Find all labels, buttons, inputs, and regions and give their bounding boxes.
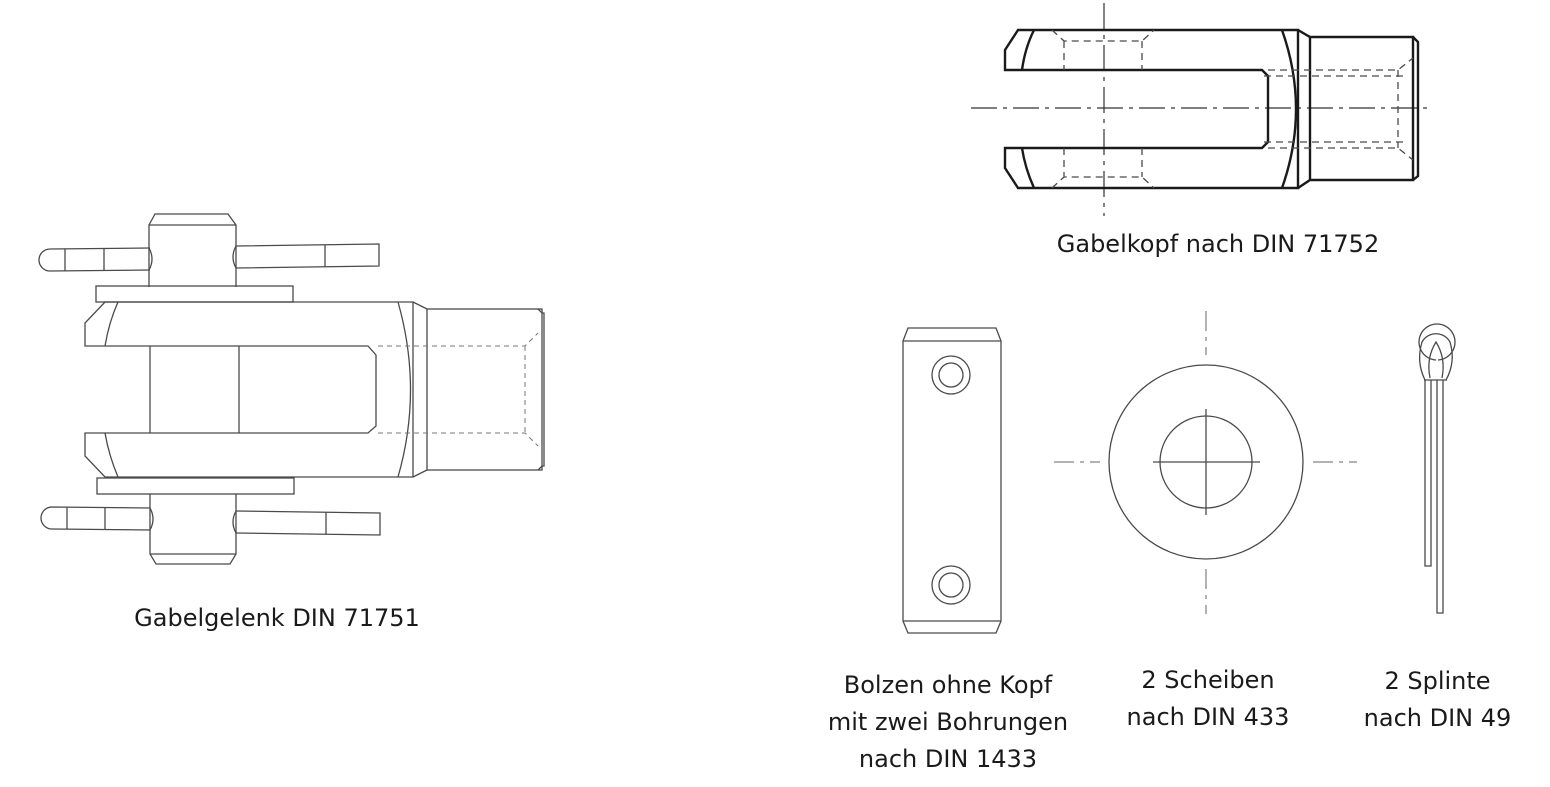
caption-line: nach DIN 433	[1126, 703, 1290, 731]
bolzen-caption: Bolzen ohne Kopf mit zwei Bohrungen nach…	[818, 667, 1078, 778]
upper-split-pin	[38, 243, 380, 272]
caption-line: nach DIN 1433	[858, 745, 1038, 773]
splint-drawing	[1418, 323, 1456, 614]
caption-line: Gabelgelenk DIN 71751	[134, 604, 420, 632]
caption-line: nach DIN 49	[1363, 704, 1512, 732]
lower-split-pin	[40, 506, 381, 536]
scheiben-caption: 2 Scheiben nach DIN 433	[1108, 662, 1308, 736]
fork-body	[84, 301, 545, 478]
lower-washer	[96, 477, 295, 495]
gabelgelenk-caption: Gabelgelenk DIN 71751	[92, 600, 462, 637]
upper-bolt-end	[148, 213, 237, 287]
bolzen-drawing	[902, 327, 1002, 634]
caption-line: 2 Splinte	[1384, 667, 1491, 695]
caption-line: Bolzen ohne Kopf	[843, 671, 1053, 699]
lower-bolt-end	[149, 494, 237, 565]
splinte-caption: 2 Splinte nach DIN 49	[1350, 663, 1525, 737]
gabelgelenk-drawing	[38, 213, 545, 565]
fork-thread-hidden	[378, 332, 539, 447]
caption-line: 2 Scheiben	[1141, 666, 1275, 694]
scheibe-drawing	[1054, 311, 1357, 614]
upper-washer	[95, 285, 294, 303]
gabelkopf-caption: Gabelkopf nach DIN 71752	[1028, 226, 1408, 263]
gabelkopf-drawing	[971, 3, 1433, 216]
caption-line: Gabelkopf nach DIN 71752	[1056, 230, 1380, 258]
caption-line: mit zwei Bohrungen	[827, 708, 1069, 736]
